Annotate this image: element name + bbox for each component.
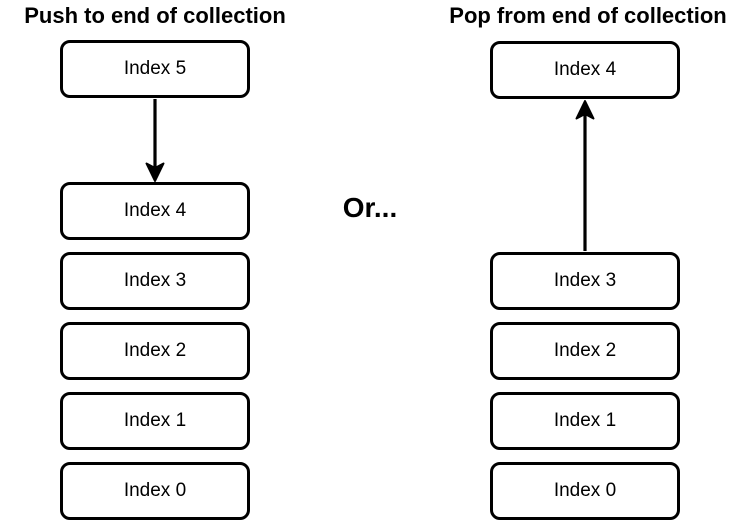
push-stack-box-top: Index 4	[60, 182, 250, 240]
push-stack-box-bottom: Index 0	[60, 462, 250, 520]
push-source-box: Index 5	[60, 40, 250, 98]
push-column-title: Push to end of collection	[24, 3, 286, 28]
pop-stack-box: Index 1	[490, 392, 680, 450]
box-label: Index 4	[123, 200, 187, 221]
box-label: Index 4	[553, 59, 617, 80]
pop-column-title: Pop from end of collection	[449, 3, 727, 28]
box-label: Index 0	[123, 480, 187, 501]
arrow-up-icon	[575, 100, 595, 251]
pop-stack-box: Index 2	[490, 322, 680, 380]
box-label: Index 3	[553, 270, 617, 291]
box-label: Index 1	[553, 410, 617, 431]
push-stack-box: Index 2	[60, 322, 250, 380]
box-label: Index 1	[123, 410, 187, 431]
push-stack-box: Index 1	[60, 392, 250, 450]
box-label: Index 3	[123, 270, 187, 291]
box-label: Index 2	[553, 340, 617, 361]
box-label: Index 5	[123, 58, 187, 79]
or-divider-label: Or...	[342, 192, 398, 223]
pop-stack-box-bottom: Index 0	[490, 462, 680, 520]
box-label: Index 0	[553, 480, 617, 501]
pop-destination-box: Index 4	[490, 41, 680, 99]
arrow-down-icon	[145, 99, 165, 182]
push-stack-box: Index 3	[60, 252, 250, 310]
pop-stack-box-top: Index 3	[490, 252, 680, 310]
box-label: Index 2	[123, 340, 187, 361]
